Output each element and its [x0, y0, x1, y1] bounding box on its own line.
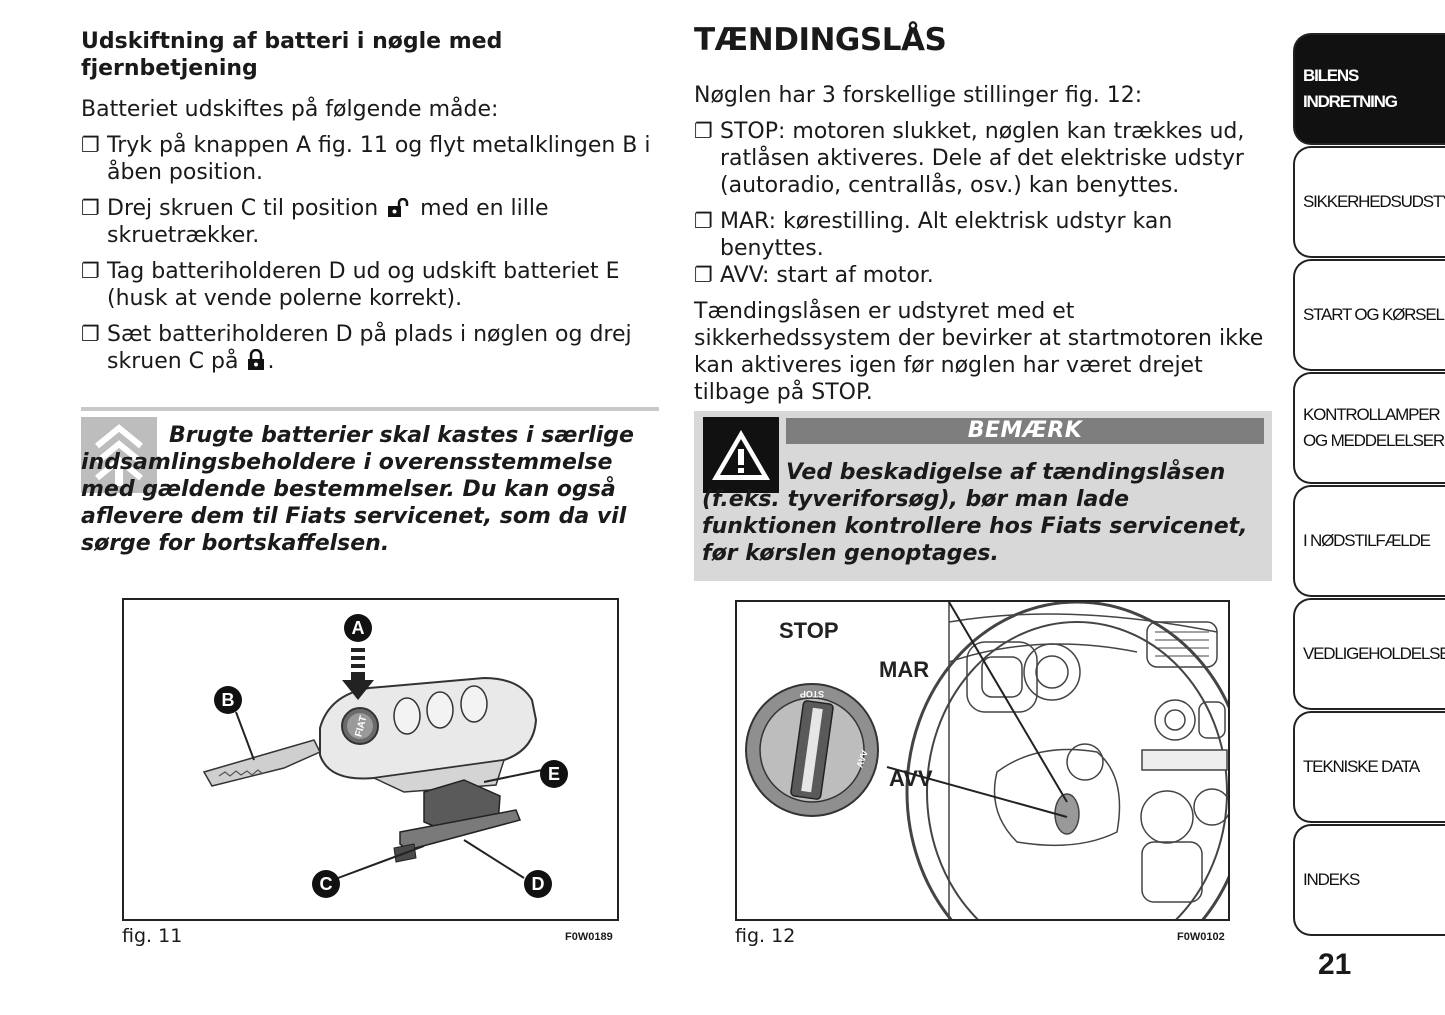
- figure-label-a: A: [352, 618, 365, 638]
- unlocked-padlock-icon: [388, 198, 409, 217]
- svg-text:STOP: STOP: [800, 689, 824, 699]
- position-text: STOP: motoren slukket, nøglen kan trække…: [720, 119, 1245, 198]
- step-text: Tag batteriholderen D ud og udskift batt…: [107, 259, 620, 311]
- figure-label-b: B: [222, 690, 235, 710]
- list-item: ❐ MAR: kørestilling. Alt elektrisk udsty…: [694, 208, 1264, 262]
- figure-code-12: F0W0102: [1177, 931, 1225, 943]
- battery-steps-list: ❐ Tryk på knappen A fig. 11 og flyt meta…: [81, 132, 661, 384]
- tab-label: START OG KØRSEL: [1303, 305, 1445, 324]
- tab-i-nodstilfaelde[interactable]: I NØDSTILFÆLDE: [1293, 485, 1445, 597]
- tab-label: INDEKS: [1303, 870, 1360, 889]
- tab-tekniske-data[interactable]: TEKNISKE DATA: [1293, 711, 1445, 823]
- tab-label: TEKNISKE DATA: [1303, 757, 1420, 776]
- figure-key-battery: FIAT A B C D E: [122, 598, 619, 921]
- figure-caption-12: fig. 12: [735, 925, 796, 947]
- ignition-paragraph: Tændingslåsen er udstyret med et sikkerh…: [694, 299, 1264, 405]
- tab-label: BILENS: [1303, 66, 1359, 85]
- tab-label: OG MEDDELELSER: [1303, 431, 1445, 450]
- tab-vedligeholdelse[interactable]: VEDLIGEHOLDELSE: [1293, 598, 1445, 710]
- step-text-part: Drej skruen C til position: [107, 196, 379, 221]
- tab-label: I NØDSTILFÆLDE: [1303, 531, 1431, 550]
- figure-label-d: D: [532, 874, 545, 894]
- tab-label: VEDLIGEHOLDELSE: [1303, 644, 1445, 663]
- ignition-illustration: STOP MAR AVV STOP MAR AVV: [745, 602, 1228, 919]
- tab-start-og-korsel[interactable]: START OG KØRSEL: [1293, 259, 1445, 371]
- position-text: MAR: kørestilling. Alt elektrisk udstyr …: [720, 209, 1173, 261]
- list-item: ❐ AVV: start af motor.: [694, 262, 1264, 289]
- list-item: ❐ Tag batteriholderen D ud og udskift ba…: [81, 258, 661, 312]
- figure-label-c: C: [320, 874, 333, 894]
- checkbox-bullet-icon: ❐: [81, 133, 100, 157]
- locked-padlock-icon: [248, 349, 265, 370]
- ignition-positions-list: ❐ STOP: motoren slukket, nøglen kan træk…: [694, 118, 1264, 298]
- list-item: ❐ Tryk på knappen A fig. 11 og flyt meta…: [81, 132, 661, 186]
- figure-ignition: STOP MAR AVV STOP MAR AVV: [735, 600, 1230, 921]
- position-label-mar: MAR: [879, 657, 929, 682]
- step-text-part: med en lille skruetrækker.: [107, 196, 549, 248]
- battery-intro: Batteriet udskiftes på følgende måde:: [81, 97, 499, 122]
- figure-label-e: E: [548, 764, 560, 784]
- checkbox-bullet-icon: ❐: [81, 196, 100, 220]
- tab-label: INDRETNING: [1303, 92, 1398, 111]
- checkbox-bullet-icon: ❐: [81, 322, 100, 346]
- checkbox-bullet-icon: ❐: [81, 259, 100, 283]
- section-heading-battery: Udskiftning af batteri i nøgle med fjern…: [81, 29, 503, 81]
- list-item: ❐ Sæt batteriholderen D på plads i nøgle…: [81, 321, 661, 375]
- fiat-badge-text: FIAT: [353, 715, 369, 739]
- tab-label: SIKKERHEDSUDSTYR: [1303, 192, 1445, 211]
- key-battery-illustration: FIAT A B C D E: [202, 614, 568, 898]
- list-item: ❐ STOP: motoren slukket, nøglen kan træk…: [694, 118, 1264, 199]
- position-label-stop: STOP: [779, 618, 839, 643]
- checkbox-bullet-icon: ❐: [694, 263, 713, 287]
- position-label-avv: AVV: [889, 766, 933, 791]
- environment-note: Brugte batterier skal kastes i særlige i…: [81, 423, 634, 556]
- position-text: AVV: start af motor.: [720, 263, 934, 288]
- page-number: 21: [1318, 948, 1352, 981]
- checkbox-bullet-icon: ❐: [694, 209, 713, 233]
- step-text: Tryk på knappen A fig. 11 og flyt metalk…: [107, 133, 651, 185]
- note-text: Ved beskadigelse af tændingslåsen (f.eks…: [702, 460, 1248, 566]
- note-header: BEMÆRK: [786, 418, 1264, 444]
- ignition-intro: Nøglen har 3 forskellige stillinger fig.…: [694, 83, 1143, 108]
- recycle-tree-icon: [81, 417, 157, 493]
- checkbox-bullet-icon: ❐: [694, 119, 713, 143]
- figure-caption-11: fig. 11: [122, 925, 183, 947]
- step-text-part: .: [267, 349, 275, 374]
- list-item: ❐ Drej skruen C til position med en lill…: [81, 195, 661, 249]
- tab-kontrollamper[interactable]: KONTROLLAMPER OG MEDDELELSER: [1293, 372, 1445, 484]
- step-text-part: Sæt batteriholderen D på plads i nøglen …: [107, 322, 632, 374]
- warning-triangle-icon: [703, 417, 779, 493]
- divider: [81, 407, 659, 411]
- tab-bilens-indretning[interactable]: BILENS INDRETNING: [1293, 33, 1445, 145]
- step-text: Sæt batteriholderen D på plads i nøglen …: [107, 321, 661, 375]
- tab-indeks[interactable]: INDEKS: [1293, 824, 1445, 936]
- tab-label: KONTROLLAMPER: [1303, 405, 1441, 424]
- section-title-ignition: TÆNDINGSLÅS: [694, 22, 947, 58]
- tab-sikkerhedsudstyr[interactable]: SIKKERHEDSUDSTYR: [1293, 146, 1445, 258]
- figure-code-11: F0W0189: [565, 931, 613, 943]
- step-text: Drej skruen C til position med en lille …: [107, 195, 661, 249]
